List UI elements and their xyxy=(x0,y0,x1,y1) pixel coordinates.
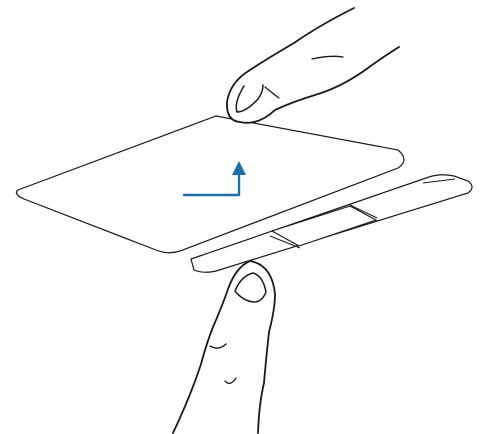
gesture-arrow xyxy=(182,161,246,197)
button-separator-right xyxy=(349,204,378,219)
arrow-head xyxy=(232,161,246,175)
button-separator-left xyxy=(269,235,301,249)
click-buttons-panel xyxy=(190,174,473,273)
button-edge-highlight xyxy=(422,178,456,184)
center-button xyxy=(270,205,378,247)
touchpad-surface xyxy=(15,115,405,254)
touchpad-area xyxy=(15,115,405,254)
pressing-finger-icon xyxy=(172,260,276,434)
move-up-arrow-icon xyxy=(182,171,241,197)
pointing-finger-icon xyxy=(226,7,400,124)
